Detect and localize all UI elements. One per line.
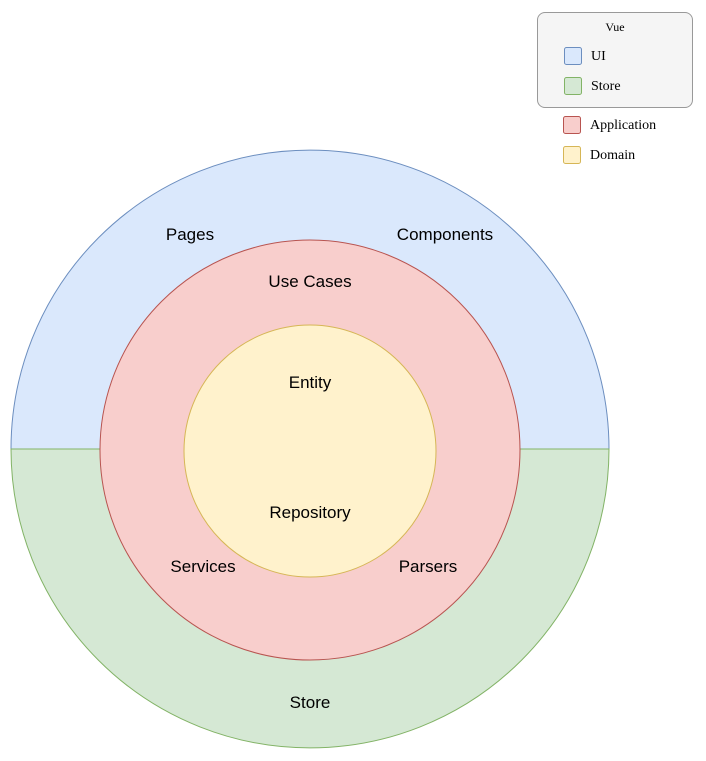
legend-vue-group-box: Vue UI Store: [537, 12, 693, 108]
legend: Vue UI Store Application: [537, 12, 693, 170]
legend-item-application: Application: [537, 110, 693, 140]
label-services: Services: [170, 557, 235, 576]
legend-item-label-ui: UI: [591, 48, 606, 64]
legend-item-label-application: Application: [590, 117, 657, 133]
ui-color-swatch: [564, 47, 582, 65]
label-use-cases: Use Cases: [268, 272, 351, 291]
legend-item-ui: UI: [538, 41, 692, 71]
store-color-swatch: [564, 77, 582, 95]
domain-color-swatch: [563, 146, 581, 164]
legend-item-label-store: Store: [591, 78, 621, 94]
legend-item-label-domain: Domain: [590, 147, 636, 163]
label-entity: Entity: [289, 373, 332, 392]
label-parsers: Parsers: [399, 557, 458, 576]
legend-title: Vue: [605, 20, 625, 34]
label-store: Store: [290, 693, 331, 712]
legend-item-domain: Domain: [537, 140, 693, 170]
label-components: Components: [397, 225, 493, 244]
label-pages: Pages: [166, 225, 214, 244]
legend-item-store: Store: [538, 71, 692, 101]
legend-outside-items: Application Domain: [537, 110, 693, 170]
domain-layer-circle: [183, 324, 437, 578]
application-color-swatch: [563, 116, 581, 134]
label-repository: Repository: [269, 503, 351, 522]
